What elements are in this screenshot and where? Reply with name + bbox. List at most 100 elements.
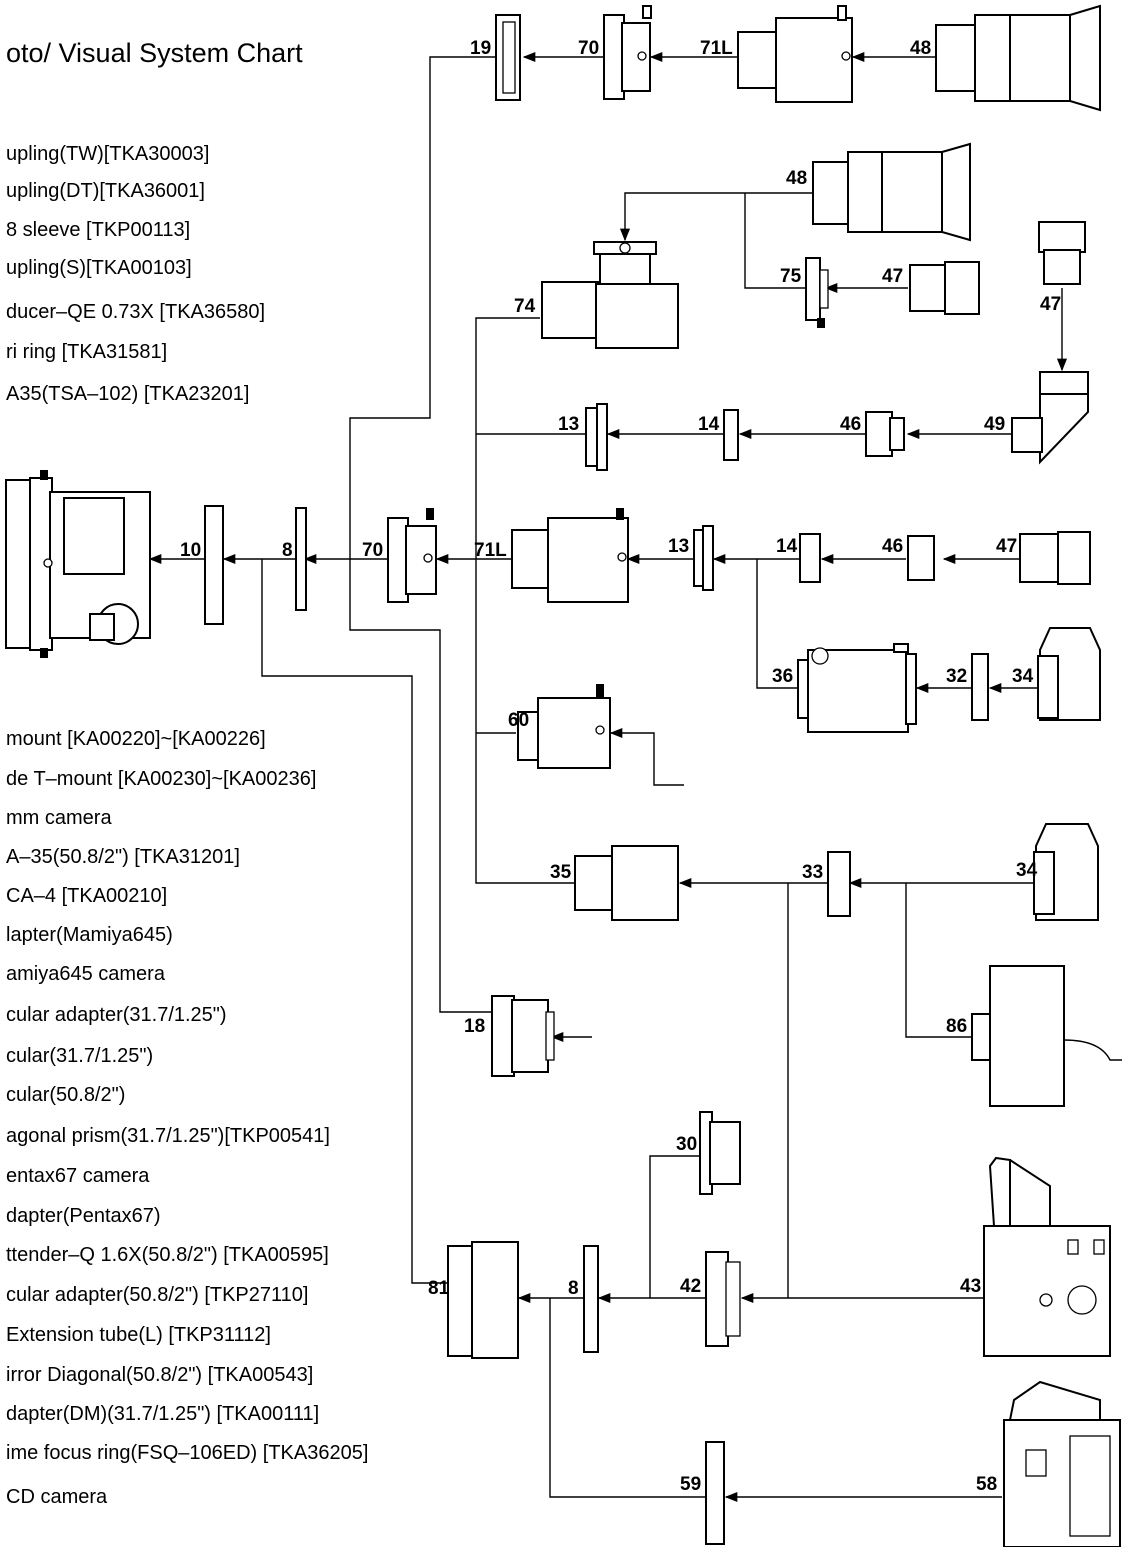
label-35: 35 [550,862,572,883]
label-70b: 70 [362,540,383,561]
telescope-focuser [6,470,150,658]
legend-item: upling(S)[TKA00103] [6,257,192,279]
part-14-coupling-2 [800,534,820,582]
part-42-adapter [706,1252,740,1346]
part-34-camera-2 [1034,824,1098,920]
part-48-eyepiece-2 [813,144,970,240]
label-34b: 34 [1016,860,1038,881]
legend-item: ttender–Q 1.6X(50.8/2") [TKA00595] [6,1244,329,1266]
legend-top: upling(TW)[TKA30003] upling(DT)[TKA36001… [6,143,265,405]
label-33: 33 [802,862,823,883]
part-18-adapter [492,996,554,1076]
label-30: 30 [676,1134,697,1155]
label-71L: 71L [700,38,733,59]
part-13-coupling-2 [694,526,713,590]
part-33-adapter [828,852,850,916]
legend-item: agonal prism(31.7/1.25")[TKP00541] [6,1125,330,1147]
part-35-adapter [575,846,678,920]
label-18: 18 [464,1016,485,1037]
legend-item: ime focus ring(FSQ–106ED) [TKA36205] [6,1442,368,1464]
part-86-ccd-camera [972,966,1122,1106]
part-75-adapter [806,258,828,328]
label-34: 34 [1012,666,1034,687]
label-60: 60 [508,710,529,731]
legend-item: CD camera [6,1486,108,1508]
part-8-adapter-2 [584,1246,598,1352]
part-36-adapter [798,644,916,732]
part-13-coupling [586,404,607,470]
legend-item: ri ring [TKA31581] [6,341,167,363]
label-10: 10 [180,540,201,561]
label-13: 13 [558,414,579,435]
label-42: 42 [680,1276,701,1297]
part-74-sleeve [542,242,678,348]
legend-item: A35(TSA–102) [TKA23201] [6,383,249,405]
label-36: 36 [772,666,793,687]
legend-item: cular adapter(31.7/1.25") [6,1004,227,1026]
part-47-eyepiece [910,262,979,314]
legend-item: dapter(DM)(31.7/1.25") [TKA00111] [6,1403,319,1425]
chart-title: oto/ Visual System Chart [6,38,303,68]
label-47c: 47 [996,536,1017,557]
legend-item: mm camera [6,807,112,829]
part-59-adapter [706,1442,724,1544]
label-48: 48 [910,38,931,59]
part-60-adapter [518,684,610,768]
legend-bottom: mount [KA00220]~[KA00226] de T–mount [KA… [6,728,368,1508]
legend-item: upling(DT)[TKA36001] [6,180,205,202]
label-19: 19 [470,38,491,59]
label-14: 14 [698,414,720,435]
label-59: 59 [680,1474,701,1495]
label-75: 75 [780,266,802,287]
part-8-adapter [296,508,306,610]
part-58-camera [1004,1382,1120,1547]
label-8b: 8 [568,1278,579,1299]
part-34-camera [1038,628,1100,720]
part-71L-sleeve [738,6,852,102]
part-49-diagonal-prism [1012,372,1088,462]
part-19-ring [496,15,520,100]
label-47b: 47 [1040,294,1061,315]
legend-item: de T–mount [KA00230]~[KA00236] [6,768,316,790]
part-70-coupling [604,6,651,99]
label-71Lb: 71L [474,540,507,561]
part-71L-sleeve-2 [512,508,628,602]
part-48-eyepiece [936,6,1100,110]
legend-item: entax67 camera [6,1165,150,1187]
part-43-pentax67-camera [984,1158,1110,1356]
legend-item: irror Diagonal(50.8/2") [TKA00543] [6,1364,313,1386]
label-86: 86 [946,1016,967,1037]
part-70-coupling-2 [388,508,436,602]
legend-item: ducer–QE 0.73X [TKA36580] [6,301,265,323]
part-10-adapter [205,506,223,624]
label-8: 8 [282,540,293,561]
legend-item: mount [KA00220]~[KA00226] [6,728,266,750]
legend-item: upling(TW)[TKA30003] [6,143,209,165]
legend-item: lapter(Mamiya645) [6,924,173,946]
label-49: 49 [984,414,1005,435]
part-47-eyepiece-2 [1020,532,1090,584]
label-14b: 14 [776,536,798,557]
label-13b: 13 [668,536,689,557]
label-32: 32 [946,666,967,687]
part-14-coupling [724,410,738,460]
label-46b: 46 [882,536,903,557]
label-46: 46 [840,414,861,435]
legend-item: amiya645 camera [6,963,166,985]
legend-item: cular(31.7/1.25") [6,1045,153,1067]
legend-item: cular(50.8/2") [6,1084,125,1106]
legend-item: CA–4 [TKA00210] [6,885,167,907]
legend-item: dapter(Pentax67) [6,1205,161,1227]
part-47-eyepiece-vertical [1039,222,1085,284]
label-48b: 48 [786,168,807,189]
part-32-adapter [972,654,988,720]
label-81: 81 [428,1278,450,1299]
part-81-extender [448,1242,518,1358]
legend-item: Extension tube(L) [TKP31112] [6,1324,271,1346]
label-70: 70 [578,38,599,59]
label-43: 43 [960,1276,981,1297]
legend-item: cular adapter(50.8/2") [TKP27110] [6,1284,308,1306]
label-47: 47 [882,266,903,287]
legend-item: A–35(50.8/2") [TKA31201] [6,846,240,868]
